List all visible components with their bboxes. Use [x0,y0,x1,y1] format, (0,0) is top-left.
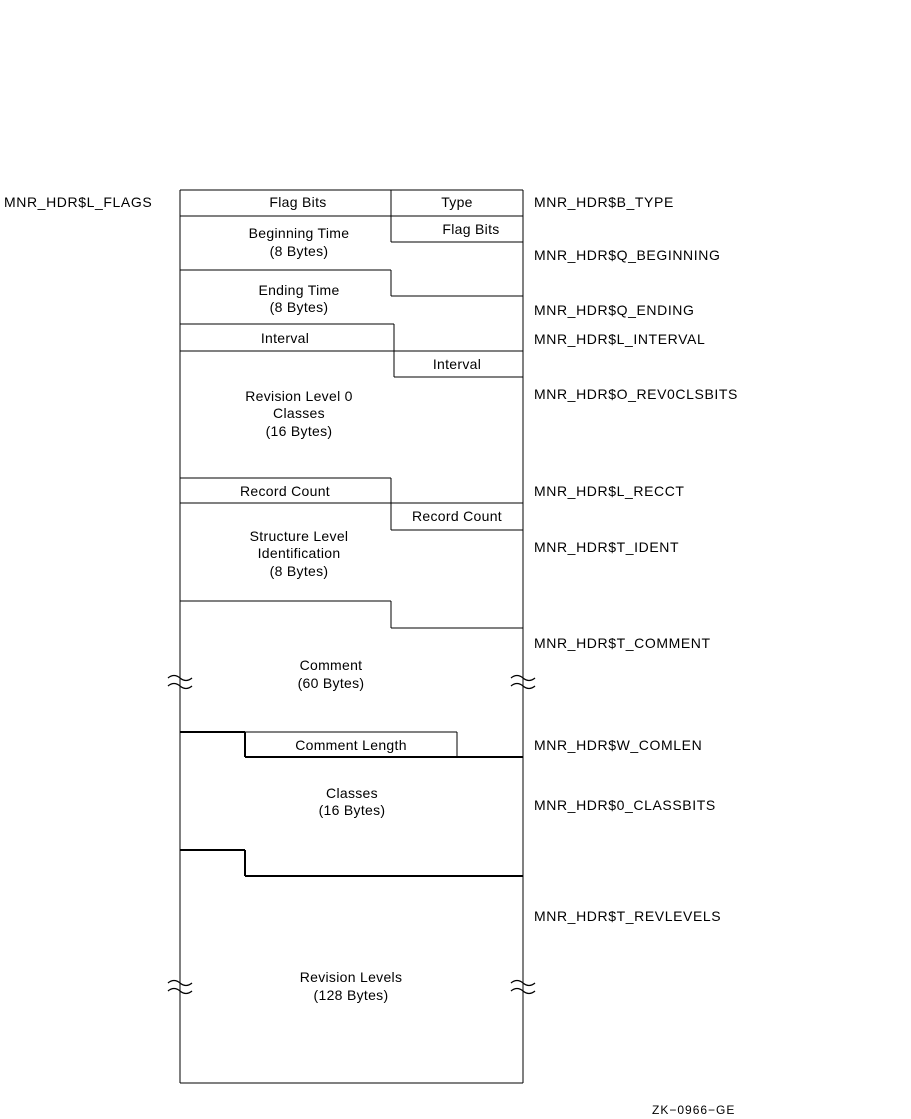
label-q-ending: MNR_HDR$Q_ENDING [534,302,695,318]
revision-levels-break-right-icon [510,979,536,995]
field-interval-continued: Interval [433,356,481,372]
field-revision-level-0: Revision Level 0 [245,388,353,404]
label-q-beginning: MNR_HDR$Q_BEGINNING [534,247,720,263]
label-w-comlen: MNR_HDR$W_COMLEN [534,737,702,753]
label-t-comment: MNR_HDR$T_COMMENT [534,635,711,651]
revision-levels-break-left-icon [167,979,193,995]
field-flag-bits-continued: Flag Bits [442,221,499,237]
field-record-count-continued: Record Count [412,508,502,524]
field-classes-size: (16 Bytes) [319,802,386,818]
field-comment: Comment [300,657,363,673]
label-b-type: MNR_HDR$B_TYPE [534,194,674,210]
label-l-flags: MNR_HDR$L_FLAGS [4,194,152,210]
comment-break-left-icon [167,674,193,690]
field-structure-level-size: (8 Bytes) [270,563,329,579]
field-record-count: Record Count [240,483,330,499]
field-revision-level-0-classes: Classes [273,405,325,421]
diagram-frame [179,189,524,1084]
label-l-interval: MNR_HDR$L_INTERVAL [534,331,705,347]
field-flag-bits: Flag Bits [269,194,326,210]
label-t-ident: MNR_HDR$T_IDENT [534,539,679,555]
field-classes: Classes [326,785,378,801]
field-structure-level: Structure Level [250,528,349,544]
field-interval: Interval [261,330,309,346]
field-boundaries [180,190,523,877]
field-beginning-time: Beginning Time [249,225,350,241]
field-revision-levels-size: (128 Bytes) [314,987,389,1003]
field-comment-length: Comment Length [295,737,407,753]
label-t-revlevels: MNR_HDR$T_REVLEVELS [534,908,721,924]
field-ending-time-size: (8 Bytes) [270,299,329,315]
label-o-classbits: MNR_HDR$0_CLASSBITS [534,797,716,813]
field-type: Type [441,194,473,210]
field-ending-time: Ending Time [258,282,339,298]
field-structure-level-identification: Identification [258,545,341,561]
figure-reference: ZK−0966−GE [652,1103,735,1117]
field-comment-size: (60 Bytes) [298,675,365,691]
field-revision-levels: Revision Levels [300,969,403,985]
field-beginning-time-size: (8 Bytes) [270,243,329,259]
label-o-rev0clsbits: MNR_HDR$O_REV0CLSBITS [534,386,738,402]
field-revision-level-0-size: (16 Bytes) [266,423,333,439]
label-l-recct: MNR_HDR$L_RECCT [534,483,685,499]
comment-break-right-icon [510,674,536,690]
